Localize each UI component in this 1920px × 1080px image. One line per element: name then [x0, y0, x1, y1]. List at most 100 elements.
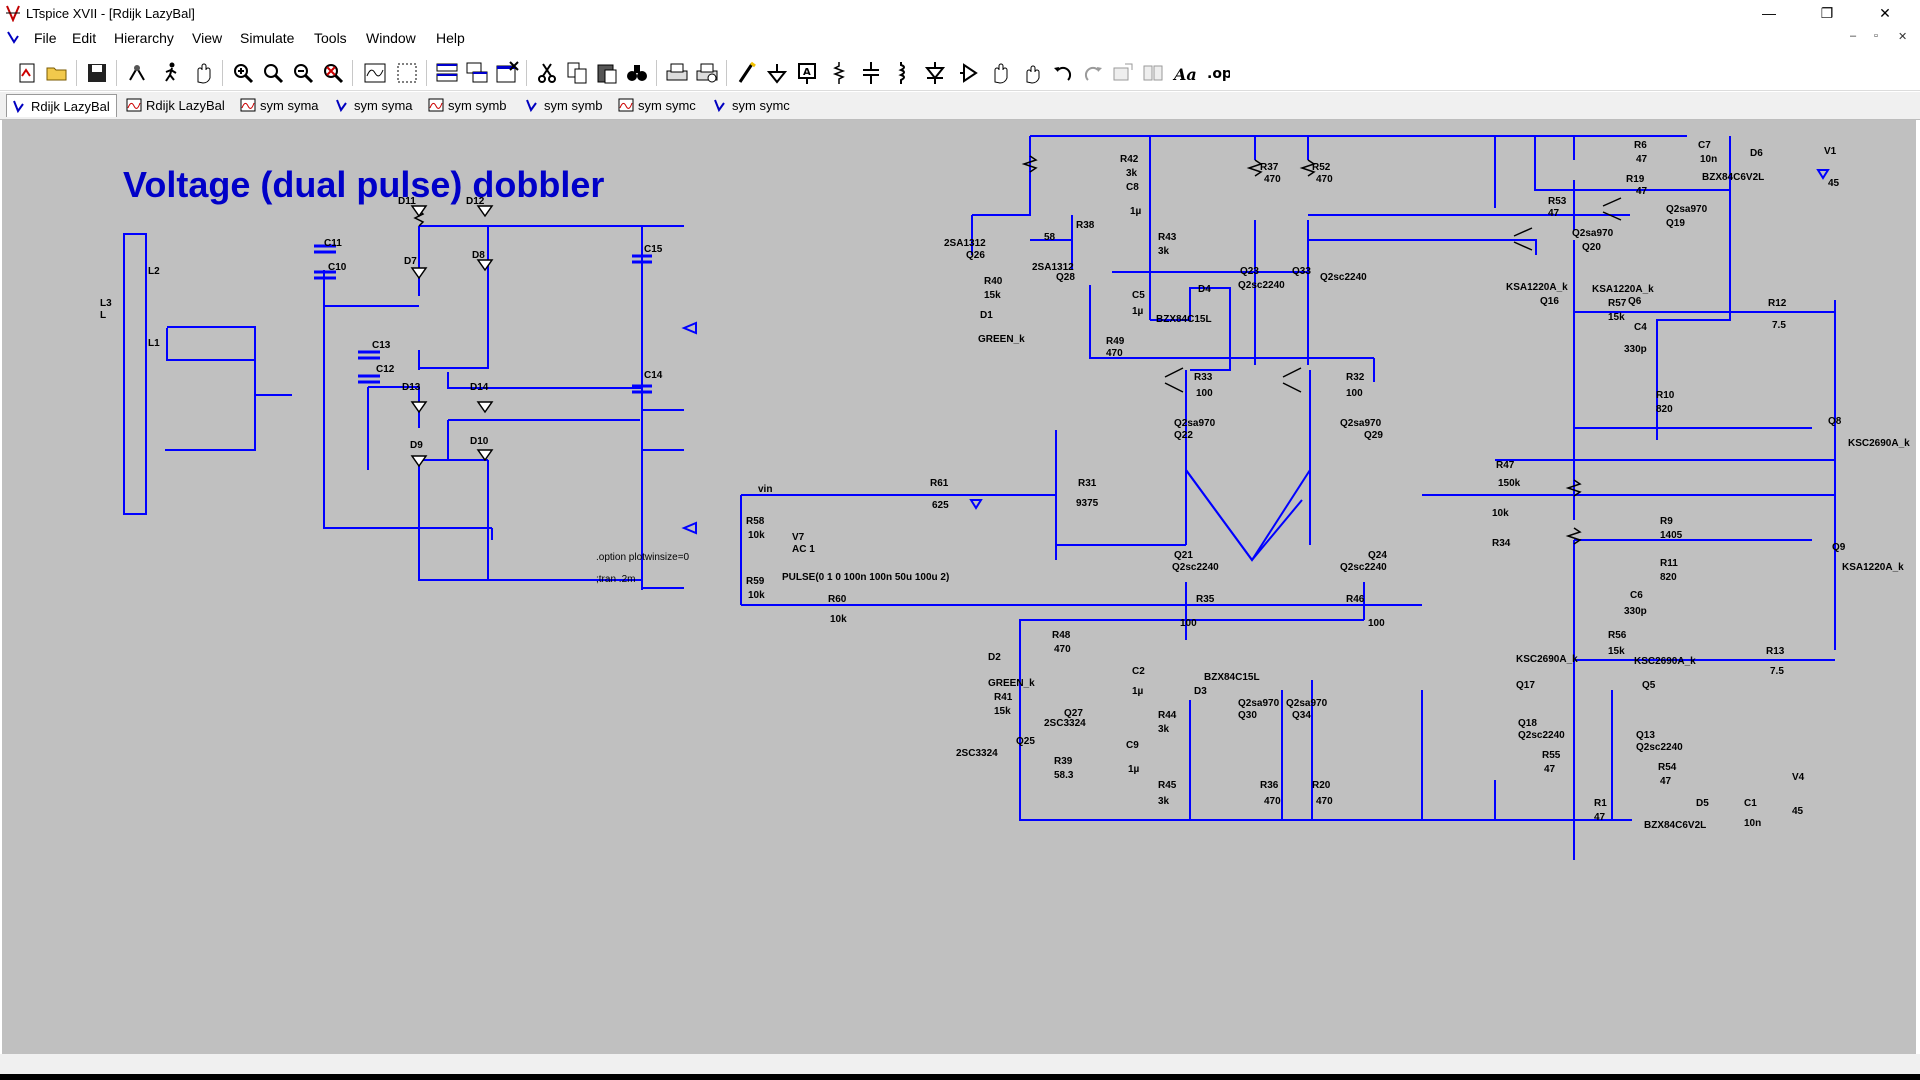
- diode-d10-ref[interactable]: D10: [470, 436, 489, 447]
- source-v7-ac[interactable]: AC 1: [792, 544, 815, 555]
- component-d6-ref[interactable]: D6: [1750, 148, 1763, 159]
- menu-window[interactable]: Window: [366, 30, 416, 46]
- component-r52-value[interactable]: 470: [1316, 174, 1333, 185]
- component-q27-model[interactable]: 2SC3324: [1044, 718, 1086, 729]
- text-icon[interactable]: Aa: [1172, 60, 1198, 86]
- diode-icon[interactable]: [922, 60, 948, 86]
- component-r45-ref[interactable]: R45: [1158, 780, 1177, 791]
- component-r37-ref[interactable]: R37: [1260, 162, 1279, 173]
- component-q23-model[interactable]: Q2sc2240: [1238, 280, 1285, 291]
- component-r12-ref[interactable]: R12: [1768, 298, 1787, 309]
- component-r10-ref[interactable]: R10: [1656, 390, 1675, 401]
- diode-d9-ref[interactable]: D9: [410, 440, 423, 451]
- zoom-pan-icon[interactable]: [260, 60, 286, 86]
- component-d4-value[interactable]: BZX84C15L: [1156, 314, 1212, 325]
- tab-sym-symc-waveform[interactable]: sym symc: [614, 94, 702, 116]
- component-r33-value[interactable]: 100: [1196, 388, 1213, 399]
- component-q28-model[interactable]: 2SA1312: [1032, 262, 1074, 273]
- component-d6-value[interactable]: BZX84C6V2L: [1702, 172, 1765, 183]
- tab-sym-syma-waveform[interactable]: sym syma: [236, 94, 325, 116]
- component-q19-ref[interactable]: Q19: [1666, 218, 1685, 229]
- component-r41-value[interactable]: 15k: [994, 706, 1011, 717]
- zoom-in-icon[interactable]: [230, 60, 256, 86]
- rotate-icon[interactable]: [1110, 60, 1136, 86]
- component-r1-ref[interactable]: R1: [1594, 798, 1607, 809]
- component-q17-ref[interactable]: Q17: [1516, 680, 1535, 691]
- menu-simulate[interactable]: Simulate: [240, 30, 295, 46]
- find-icon[interactable]: [624, 60, 650, 86]
- diode-d7-ref[interactable]: D7: [404, 256, 417, 267]
- component-r47-value[interactable]: 150k: [1498, 478, 1521, 489]
- component-d2-ref[interactable]: D2: [988, 652, 1001, 663]
- tab-sym-symc-schematic[interactable]: sym symc: [708, 94, 796, 116]
- component-r54-ref[interactable]: R54: [1658, 762, 1677, 773]
- component-r1-value[interactable]: 47: [1594, 812, 1606, 823]
- print-preview-icon[interactable]: [694, 60, 720, 86]
- component-c1-ref[interactable]: C1: [1744, 798, 1757, 809]
- component-r11-value[interactable]: 820: [1660, 572, 1677, 583]
- component-r9-ref[interactable]: R9: [1660, 516, 1673, 527]
- component-q9-model[interactable]: KSA1220A_k: [1842, 562, 1904, 573]
- source-v7-ref[interactable]: V7: [792, 532, 805, 543]
- component-d1-value[interactable]: GREEN_k: [978, 334, 1025, 345]
- drag-icon[interactable]: [1020, 60, 1046, 86]
- component-r9-value[interactable]: 1405: [1660, 530, 1683, 541]
- component-q28-ref[interactable]: Q28: [1056, 272, 1075, 283]
- menu-file[interactable]: File: [34, 30, 57, 46]
- undo-icon[interactable]: [1050, 60, 1076, 86]
- component-r53-value[interactable]: 47: [1548, 208, 1560, 219]
- component-r52-ref[interactable]: R52: [1312, 162, 1331, 173]
- component-c2-ref[interactable]: C2: [1132, 666, 1145, 677]
- source-v4-ref[interactable]: V4: [1792, 772, 1805, 783]
- component-q29-model[interactable]: Q2sa970: [1340, 418, 1382, 429]
- component-q20-model[interactable]: Q2sa970: [1572, 228, 1614, 239]
- resistor-icon[interactable]: [826, 60, 852, 86]
- menu-hierarchy[interactable]: Hierarchy: [114, 30, 174, 46]
- component-c7-value[interactable]: 10n: [1700, 154, 1718, 165]
- component-d5-value[interactable]: BZX84C6V2L: [1644, 820, 1707, 831]
- component-q24-ref[interactable]: Q24: [1368, 550, 1387, 561]
- component-q5-model[interactable]: KSC2690A_k: [1634, 656, 1696, 667]
- component-r45-value[interactable]: 3k: [1158, 796, 1170, 807]
- ground-icon[interactable]: [764, 60, 790, 86]
- component-r33-ref[interactable]: R33: [1194, 372, 1213, 383]
- component-r12-value[interactable]: 7.5: [1772, 320, 1786, 331]
- component-q33-model[interactable]: Q2sc2240: [1320, 272, 1367, 283]
- component-q23-ref[interactable]: Q23: [1240, 266, 1259, 277]
- inductor-l1-ref[interactable]: L1: [148, 338, 160, 349]
- menu-help[interactable]: Help: [436, 30, 465, 46]
- component-r6-value[interactable]: 47: [1636, 154, 1648, 165]
- component-q26-model[interactable]: 2SA1312: [944, 238, 986, 249]
- component-r46-ref[interactable]: R46: [1346, 594, 1365, 605]
- close-window-icon[interactable]: [494, 60, 520, 86]
- component-r37-value[interactable]: 470: [1264, 174, 1281, 185]
- component-r32-ref[interactable]: R32: [1346, 372, 1365, 383]
- component-c9-ref[interactable]: C9: [1126, 740, 1139, 751]
- diode-d12-ref[interactable]: D12: [466, 196, 485, 207]
- component-r42-value[interactable]: 3k: [1126, 168, 1138, 179]
- component-r35-ref[interactable]: R35: [1196, 594, 1215, 605]
- component-r40-ref[interactable]: R40: [984, 276, 1003, 287]
- zoom-cancel-icon[interactable]: [394, 60, 420, 86]
- draw-wire-icon[interactable]: [734, 60, 760, 86]
- tab-sym-syma-schematic[interactable]: sym syma: [330, 94, 419, 116]
- component-r19-ref[interactable]: R19: [1626, 174, 1645, 185]
- component-c8-value[interactable]: 1µ: [1130, 206, 1142, 217]
- spice-directive-tran[interactable]: ;tran .2m: [596, 574, 636, 585]
- minimize-button[interactable]: —: [1762, 5, 1776, 21]
- menu-view[interactable]: View: [192, 30, 223, 46]
- component-r46-value[interactable]: 100: [1368, 618, 1385, 629]
- save-icon[interactable]: [84, 60, 110, 86]
- tab-rdijk-lazybal-waveform[interactable]: Rdijk LazyBal: [122, 94, 231, 116]
- component-r44-value[interactable]: 3k: [1158, 724, 1170, 735]
- inductor-icon[interactable]: [890, 60, 916, 86]
- cascade-icon[interactable]: [464, 60, 490, 86]
- component-q25-model[interactable]: 2SC3324: [956, 748, 998, 759]
- component-r54-value[interactable]: 47: [1660, 776, 1672, 787]
- cap-c14-ref[interactable]: C14: [644, 370, 663, 381]
- component-r60-value[interactable]: 10k: [830, 614, 847, 625]
- component-q5-ref[interactable]: Q5: [1642, 680, 1656, 691]
- component-c4-value[interactable]: 330p: [1624, 344, 1647, 355]
- component-r13-ref[interactable]: R13: [1766, 646, 1785, 657]
- component-c5-value[interactable]: 1µ: [1132, 306, 1144, 317]
